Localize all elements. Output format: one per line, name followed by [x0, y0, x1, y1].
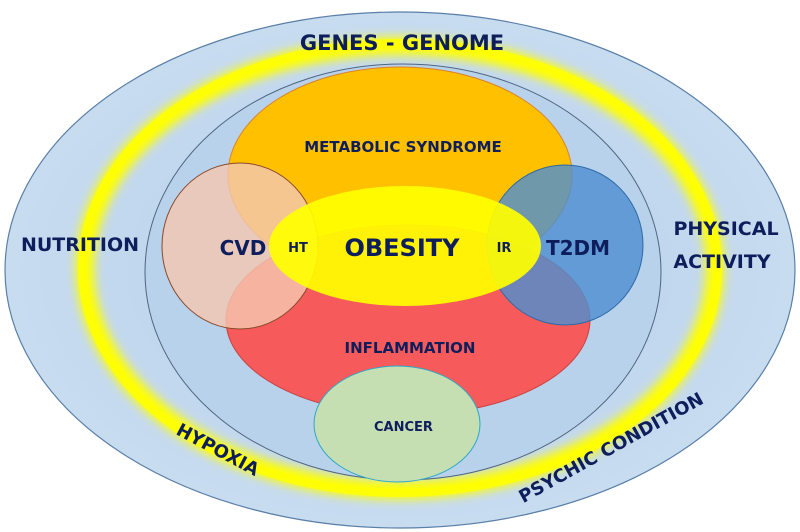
cancer-region	[313, 365, 481, 483]
label-ir: IR	[497, 241, 512, 256]
label-ht: HT	[288, 241, 308, 256]
label-obesity: OBESITY	[344, 234, 460, 262]
label-t2dm: T2DM	[546, 236, 610, 260]
label-cancer: CANCER	[374, 420, 433, 435]
obesity-region	[269, 186, 541, 306]
label-nutrition: NUTRITION	[21, 234, 139, 256]
label-activity: ACTIVITY	[673, 251, 770, 273]
label-genes-genome: GENES - GENOME	[300, 31, 504, 55]
label-inflammation: INFLAMMATION	[345, 339, 476, 357]
label-metabolic-syndrome: METABOLIC SYNDROME	[304, 138, 502, 156]
label-cvd: CVD	[220, 236, 267, 260]
label-physical: PHYSICAL	[673, 218, 778, 240]
